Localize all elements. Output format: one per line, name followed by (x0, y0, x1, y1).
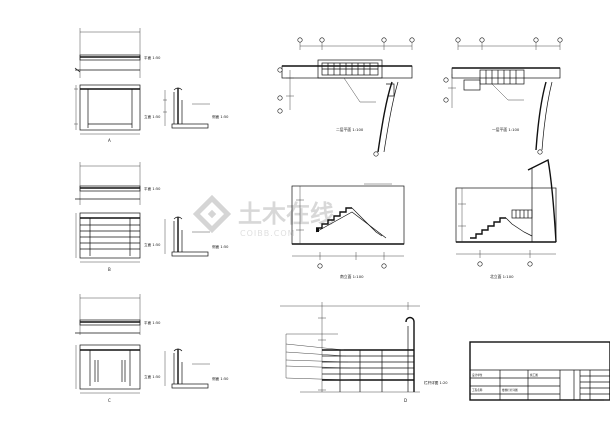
title-block-drawing: 楼梯栏杆详图 (502, 388, 518, 392)
detail-c-tag: C (108, 398, 111, 403)
stair-plan-2f: 二层平面 1:100 (277, 37, 415, 157)
detail-b-elevation-label: 立面 1:50 (144, 242, 161, 247)
detail-b: 平面 1:50 立面 1:50 B 侧面 1:50 (75, 162, 229, 272)
detail-c-elevation: 立面 1:50 C (75, 344, 161, 403)
detail-a-tag: A (108, 138, 111, 143)
detail-a: 平面 1:50 立面 1:50 A 侧面 1:50 (74, 28, 229, 143)
detail-b-tag: B (108, 267, 111, 272)
stair-plan-1f-label: 一层平面 1:100 (492, 127, 520, 132)
detail-d-tag: D (404, 398, 407, 403)
stair-plan-2f-label: 二层平面 1:100 (336, 127, 364, 132)
detail-c: 平面 1:50 立面 1:50 C 侧面 1:50 (75, 294, 229, 403)
detail-c-section: 侧面 1:50 (164, 348, 229, 389)
watermark-brand: 土木在线 (238, 200, 334, 228)
title-block: 设计单位 工程名称 楼梯栏杆详图 施工图 (469, 341, 610, 401)
detail-d: 栏杆详图 1:20 D (280, 302, 448, 403)
watermark-logo-icon (192, 194, 232, 234)
detail-c-elevation-label: 立面 1:50 (144, 374, 161, 379)
detail-a-plan-label: 平面 1:50 (144, 55, 161, 60)
detail-c-side-label: 侧面 1:50 (212, 376, 229, 381)
stair-elevation-1: 南立面 1:100 (291, 183, 405, 279)
detail-b-plan: 平面 1:50 (75, 162, 161, 205)
detail-a-plan: 平面 1:50 (74, 28, 161, 78)
stair-elevation-2-label: 北立面 1:100 (490, 274, 514, 279)
detail-a-section: 侧面 1:50 (163, 87, 229, 129)
detail-d-label: 栏杆详图 1:20 (424, 380, 448, 385)
detail-c-plan: 平面 1:50 (75, 294, 161, 335)
watermark-domain: COIBB.COM (240, 229, 296, 238)
title-block-project: 工程名称 (472, 388, 483, 392)
stair-plan-1f: 一层平面 1:100 (443, 37, 563, 155)
detail-a-side-label: 侧面 1:50 (212, 114, 229, 119)
detail-b-elevation: 立面 1:50 B (75, 212, 161, 272)
title-block-company: 设计单位 (472, 373, 483, 377)
detail-b-section: 侧面 1:50 (164, 216, 229, 257)
detail-b-plan-label: 平面 1:50 (144, 186, 161, 191)
detail-b-side-label: 侧面 1:50 (212, 244, 229, 249)
watermark: 土木在线 COIBB.COM (192, 194, 334, 238)
detail-c-plan-label: 平面 1:50 (144, 320, 161, 325)
detail-a-elevation-label: 立面 1:50 (144, 114, 161, 119)
stair-elevation-2: 北立面 1:100 (455, 158, 557, 279)
stair-elevation-1-label: 南立面 1:100 (340, 274, 364, 279)
title-block-phase: 施工图 (530, 373, 538, 377)
detail-a-elevation: 立面 1:50 A (74, 84, 161, 143)
